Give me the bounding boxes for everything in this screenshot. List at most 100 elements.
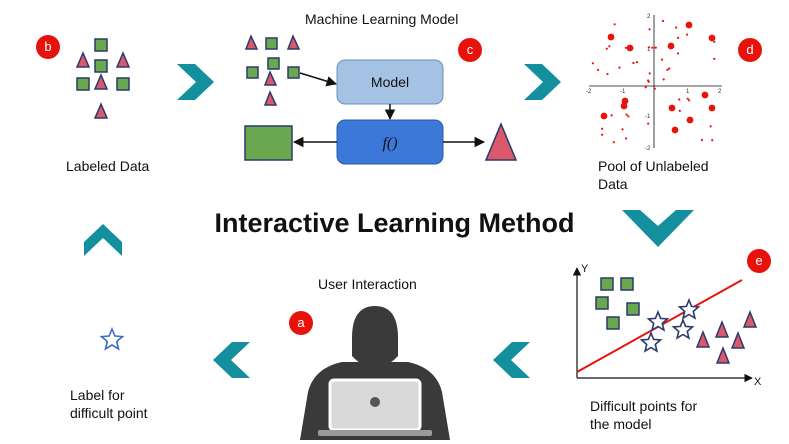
step-badge-b: b: [36, 35, 60, 59]
triangle-icon: [714, 319, 730, 338]
pool-point: [632, 61, 635, 65]
square-icon: [606, 316, 620, 330]
chevron-left-icon: [213, 342, 250, 378]
pool-point: [647, 122, 650, 125]
pool-point: [671, 126, 679, 134]
pool-point: [653, 87, 656, 90]
pool-point: [597, 68, 600, 71]
pool-point: [711, 139, 714, 142]
pool-point: [620, 102, 628, 110]
pool-tick: -1: [620, 89, 626, 95]
triangle-icon: [715, 345, 731, 364]
pool-point: [661, 19, 665, 23]
pool-tick: -2: [645, 146, 651, 152]
step-badge-c: c: [458, 38, 482, 62]
star-icon: [677, 297, 701, 320]
pool-tick: -2: [586, 89, 592, 95]
square-icon: [265, 37, 278, 50]
step-badge-e: e: [747, 249, 771, 273]
pool-point: [626, 44, 634, 52]
triangle-icon: [115, 51, 131, 68]
pool-point: [676, 52, 680, 55]
triangle-icon: [484, 122, 518, 161]
square-icon: [595, 296, 609, 310]
triangle-icon: [75, 51, 91, 68]
triangle-icon: [93, 73, 109, 90]
pool-point: [686, 116, 694, 124]
pool-point: [648, 28, 651, 31]
pool-point: [647, 46, 651, 49]
star-icon: [646, 309, 670, 332]
person-laptop-icon: [300, 306, 450, 440]
pool-point: [708, 104, 716, 112]
pool-point: [601, 127, 604, 130]
pool-point: [678, 98, 681, 101]
pool-point: [613, 23, 616, 26]
pool-point: [648, 72, 651, 75]
square-icon: [267, 57, 280, 70]
input-arrow: [299, 72, 338, 87]
square-icon: [600, 277, 614, 291]
triangle-icon: [93, 102, 109, 119]
pool-point: [668, 104, 676, 112]
triangle-icon: [244, 34, 259, 50]
pool-tick: -1: [645, 114, 651, 120]
pool-point: [601, 133, 604, 136]
square-icon: [116, 77, 130, 91]
square-icon: [94, 59, 108, 73]
chevron-left-icon: [493, 342, 530, 378]
pool-point: [678, 109, 681, 112]
triangle-icon: [263, 70, 278, 86]
pool-point: [668, 67, 671, 70]
pool-point: [666, 68, 669, 71]
pool-point: [676, 36, 680, 40]
labeled-data-cluster: [75, 38, 131, 119]
pool-point: [713, 40, 716, 43]
pool-point: [644, 86, 647, 89]
step-badge-a: a: [289, 311, 313, 335]
difficult-points-label: Difficult points for the model: [590, 398, 698, 432]
pool-point: [660, 58, 664, 61]
pool-point: [591, 62, 595, 65]
chevron-right-icon: [177, 64, 214, 100]
square-icon: [626, 302, 640, 316]
step-badge-d: d: [738, 38, 762, 62]
pool-tick: 1: [647, 47, 651, 53]
star-icon: [639, 330, 663, 353]
pool-tick: 2: [647, 14, 651, 20]
pool-point: [662, 78, 665, 81]
pool-point: [621, 128, 624, 131]
pool-point: [606, 72, 609, 76]
pool-point: [651, 46, 654, 49]
triangle-icon: [730, 330, 746, 349]
pool-point: [675, 26, 678, 29]
pool-point: [605, 47, 608, 50]
star-icon: [99, 326, 125, 351]
triangle-icon: [286, 34, 301, 50]
square-icon: [94, 38, 108, 52]
pool-point: [654, 46, 657, 49]
function-box-label: f(): [382, 135, 397, 152]
unlabeled-pool-scatter: -2 -1 1 2 2 1 -1 -2: [586, 14, 722, 152]
chart-y-label: Y: [581, 263, 589, 275]
pool-point: [607, 33, 615, 41]
chart-x-label: X: [754, 376, 762, 388]
triangle-icon: [263, 90, 278, 106]
star-icon: [671, 317, 695, 340]
pool-point: [700, 138, 704, 142]
pool-point: [625, 137, 628, 140]
pool-tick: 1: [686, 89, 690, 95]
difficult-stars: [639, 297, 701, 353]
model-box-label: Model: [371, 74, 409, 90]
pool-point: [647, 79, 650, 82]
pool-point: [688, 99, 691, 102]
pool-point: [713, 57, 716, 61]
pool-point: [610, 114, 613, 117]
pool-point: [618, 66, 621, 69]
pool-point: [625, 113, 628, 116]
square-icon: [287, 66, 300, 79]
square-icon: [620, 277, 634, 291]
pool-point: [608, 45, 611, 48]
star-icon: [99, 326, 125, 351]
user-interaction-label: User Interaction: [318, 276, 417, 292]
